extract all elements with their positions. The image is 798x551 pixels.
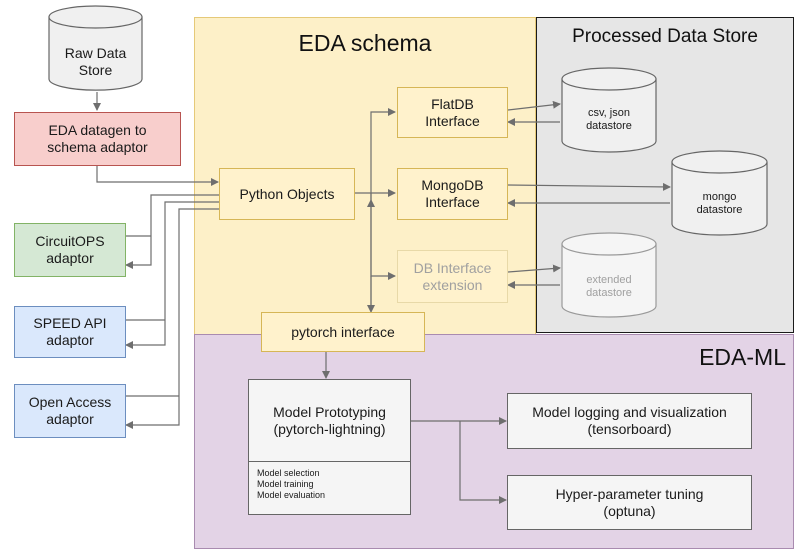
arrow-datagen-to-python: [96, 166, 219, 186]
list-item: Model evaluation: [257, 490, 326, 500]
list-item: Model selection: [257, 468, 320, 478]
model-logging-box: Model logging and visualization (tensorb…: [507, 393, 752, 449]
model-prototyping-list: Model selection Model training Model eva…: [257, 468, 407, 501]
pytorch-interface-box: pytorch interface: [261, 312, 425, 352]
mongo-datastore-cylinder: mongo datastore: [671, 150, 768, 236]
model-prototyping-box: Model Prototyping (pytorch-lightning) Mo…: [248, 379, 411, 515]
eda-ml-title: EDA-ML: [699, 344, 786, 370]
datagen-adaptor-box: EDA datagen to schema adaptor: [14, 112, 181, 166]
speed-api-adaptor-box: SPEED API adaptor: [14, 306, 126, 358]
mongodb-interface-box: MongoDB Interface: [397, 168, 508, 220]
bus-python-openaccess: [125, 208, 219, 429]
csv-json-datastore-cylinder: csv, json datastore: [561, 67, 657, 153]
processed-data-store-title: Processed Data Store: [572, 26, 758, 47]
spine-up-flatdb: [370, 108, 396, 200]
arrow-prototyping-to-tuning: [459, 421, 507, 504]
raw-data-store-label: Raw Data Store: [64, 45, 127, 78]
extended-datastore-cylinder: extended datastore: [561, 232, 657, 318]
extended-datastore-label: extended datastore: [586, 274, 632, 299]
arrow-flatdb-to-csv: [507, 100, 561, 111]
spine-down-extension: [370, 193, 396, 280]
db-interface-extension-box: DB Interface extension: [397, 250, 508, 303]
eda-schema-title: EDA schema: [298, 30, 432, 56]
bus-python-speed: [125, 201, 219, 349]
python-objects-box: Python Objects: [219, 168, 355, 220]
list-item: Model training: [257, 479, 314, 489]
arrow-extension-to-extended: [507, 264, 561, 273]
raw-data-store-cylinder: Raw Data Store: [48, 5, 143, 91]
mongo-datastore-label: mongo datastore: [696, 191, 743, 216]
model-prototyping-title: Model Prototyping (pytorch-lightning): [249, 380, 410, 462]
arrow-mongodb-to-mongo: [507, 182, 671, 191]
open-access-adaptor-box: Open Access adaptor: [14, 384, 126, 438]
csv-json-datastore-label: csv, json datastore: [586, 107, 632, 132]
flatdb-interface-box: FlatDB Interface: [397, 87, 508, 138]
bus-python-circuitops: [125, 194, 219, 269]
circuitops-adaptor-box: CircuitOPS adaptor: [14, 223, 126, 277]
hyperparameter-tuning-box: Hyper-parameter tuning (optuna): [507, 475, 752, 530]
